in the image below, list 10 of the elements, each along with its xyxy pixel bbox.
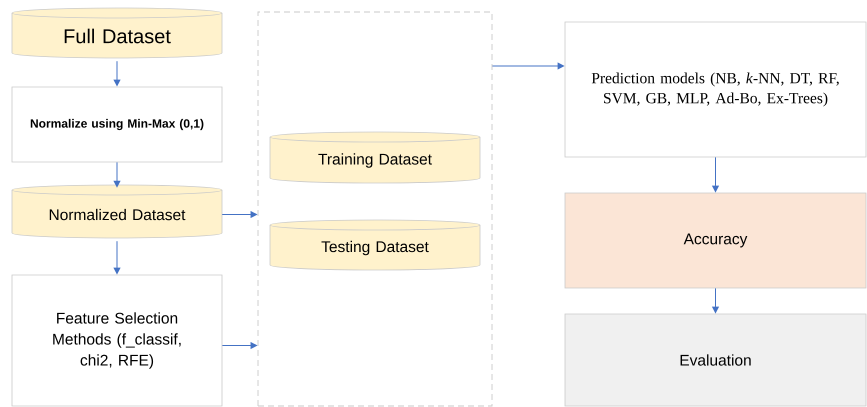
dashed-container [258, 12, 492, 406]
process-box: Accuracy [564, 192, 866, 288]
dataset-cylinder: Full Dataset [12, 8, 222, 58]
process-box: Evaluation [564, 314, 866, 406]
process-box: Normalize using Min-Max (0,1) [12, 86, 222, 162]
dataset-cylinder: Testing Dataset [270, 220, 480, 270]
dataset-cylinder: Training Dataset [270, 132, 480, 184]
process-box: Feature Selection Methods (f_classif, chi2, RFE) [12, 274, 222, 406]
dataset-cylinder: Normalized Dataset [12, 184, 222, 238]
process-box: Prediction models (NB, k-NN, DT, RF, SVM, GB, MLP, Ad-Bo, Ex-Trees) [564, 22, 866, 158]
